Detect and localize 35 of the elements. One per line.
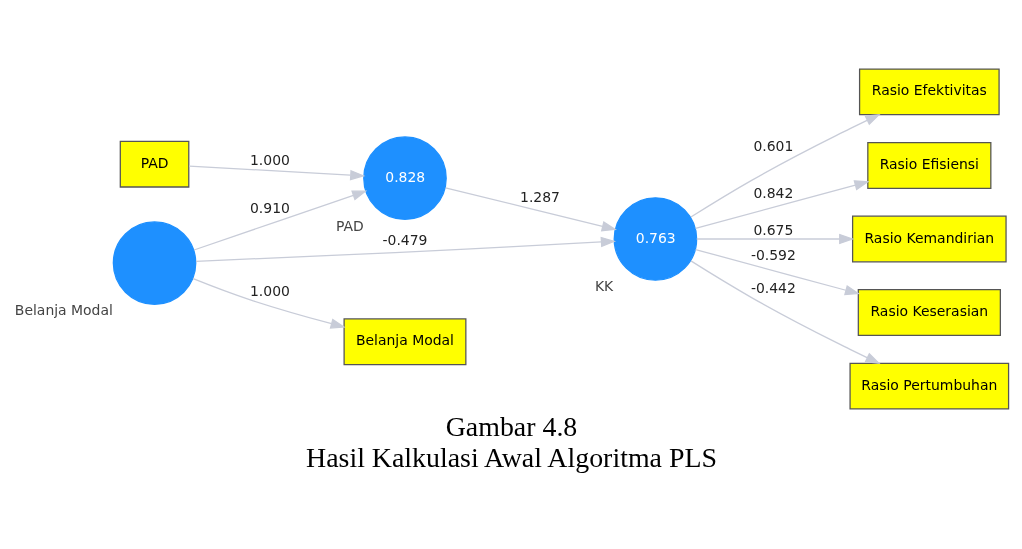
node-box: Rasio Efisiensi [866,142,991,189]
edge-label: 0.601 [752,138,793,155]
edge-label: 1.287 [519,188,560,205]
node-label: Belanja Modal [14,302,113,319]
node-box: Rasio Keserasian [857,289,1001,336]
arrow [192,278,346,329]
arrow [444,187,617,232]
edge-label: -0.442 [750,280,796,297]
arrow [192,190,367,251]
node-box: Belanja Modal [342,318,466,366]
node-box: Rasio Efektivitas [858,68,1000,116]
edge-label: 1.000 [249,152,290,169]
node-box: Rasio Pertumbuhan [848,362,1009,410]
arrow [689,113,881,218]
edge-label: -0.479 [382,232,427,249]
node-circle [112,221,196,305]
arrow [689,260,881,365]
arrow [695,233,854,245]
edge-label: -0.592 [750,247,796,264]
edge-label: 0.910 [249,200,290,217]
diagram-title: Gambar 4.8 [445,411,577,443]
caption: Hasil Kalkulasi Awal Algoritma PLS [305,441,717,473]
node-box: Rasio Kemandirian [851,215,1007,263]
node-circle: 0.828 [362,136,447,220]
edge-label: 0.675 [752,221,793,238]
arrow [194,236,616,263]
arrow [694,248,860,296]
node-label: KK [594,278,613,295]
node-label: PAD [335,217,364,234]
node-box: PAD [119,140,189,188]
node-circle: 0.763 [613,197,697,281]
edge-label: 0.842 [752,185,793,202]
arrow [694,180,870,230]
arrow [188,165,365,181]
edge-label: 1.000 [249,282,290,299]
